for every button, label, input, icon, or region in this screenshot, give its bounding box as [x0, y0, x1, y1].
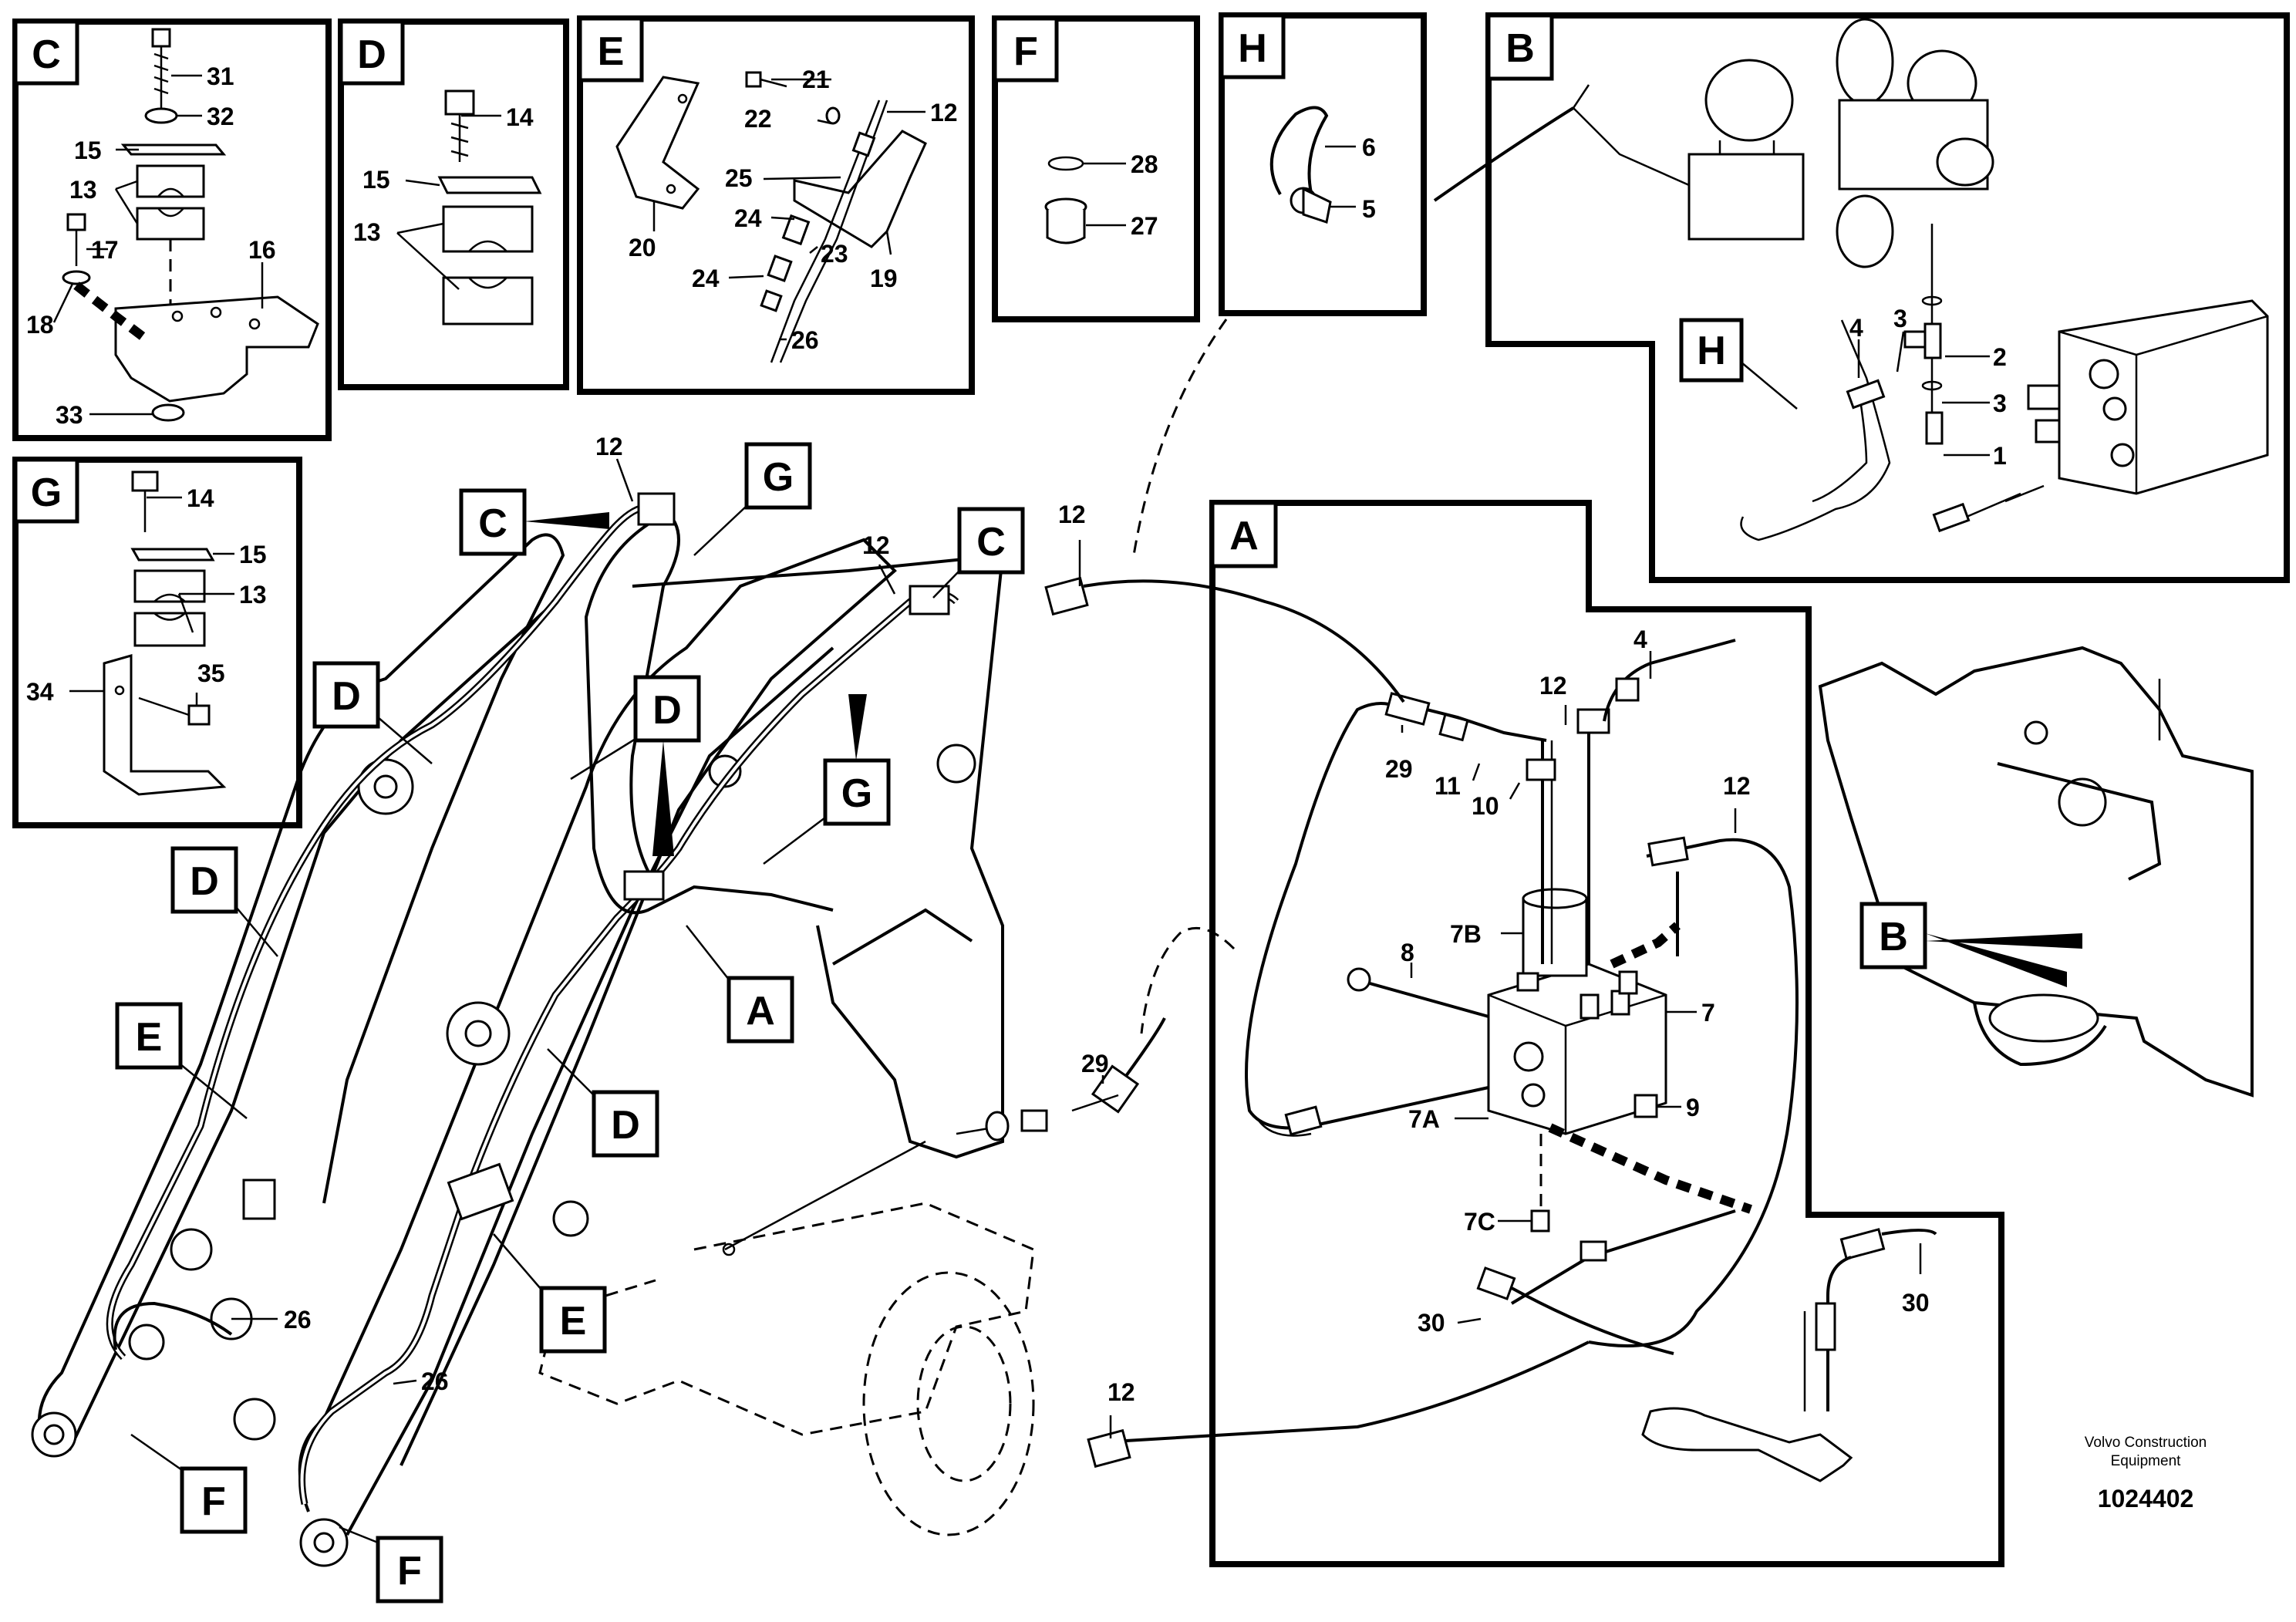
callout: 13: [353, 218, 381, 246]
callout: 28: [1131, 150, 1158, 178]
callout: 7A: [1408, 1105, 1440, 1133]
overview-tag: G: [841, 771, 872, 816]
callout: 26: [791, 326, 819, 354]
overview-tag: F: [201, 1479, 226, 1524]
callout: 26: [284, 1306, 312, 1334]
callout: 12: [1108, 1378, 1135, 1406]
overview-tag: C: [976, 520, 1006, 565]
machine-overview: B 12 12 12 29 12 26 26 C G C D D: [31, 433, 2254, 1603]
callout: 29: [1081, 1050, 1109, 1077]
callout: 2: [1993, 343, 2007, 371]
overview-tag: C: [478, 501, 507, 546]
callout: 15: [74, 137, 102, 164]
overview-tag: F: [397, 1549, 422, 1593]
callout: 19: [870, 265, 898, 292]
box-label-a: A: [1229, 514, 1259, 558]
callout: 11: [1435, 772, 1461, 800]
callout: 14: [506, 103, 534, 131]
callout: 1: [1993, 442, 2007, 470]
callout: 12: [1058, 501, 1086, 528]
callout: 7: [1701, 999, 1715, 1027]
box-label-h: H: [1238, 26, 1267, 71]
callout: 29: [1385, 755, 1413, 783]
box-label-e: E: [598, 29, 625, 74]
callout: 24: [734, 204, 762, 232]
callout: 12: [862, 531, 890, 559]
callout: 12: [1723, 772, 1751, 800]
callout: 9: [1686, 1094, 1700, 1121]
callout: 27: [1131, 212, 1158, 240]
overview-tag: E: [560, 1299, 587, 1344]
overview-tag: D: [332, 674, 361, 719]
overview-tag: D: [190, 859, 219, 904]
brand-line-2: Equipment: [2111, 1453, 2182, 1469]
callout: 12: [595, 433, 623, 460]
callout: 17: [91, 236, 119, 264]
callout: 35: [197, 659, 225, 687]
box-label-c: C: [32, 32, 61, 77]
callout: 16: [248, 236, 276, 264]
callout: 21: [802, 66, 830, 93]
callout: 6: [1362, 133, 1376, 161]
callout: 15: [239, 541, 267, 568]
box-b-tag-h: H: [1697, 329, 1726, 373]
callout: 32: [207, 103, 234, 130]
callout: 5: [1362, 195, 1376, 223]
callout: 34: [26, 678, 54, 706]
detail-box-d: D 14 15 13: [338, 19, 569, 390]
overview-tag: G: [763, 455, 794, 500]
callout: 25: [725, 164, 753, 192]
callout: 30: [1902, 1289, 1930, 1317]
callout: 10: [1472, 792, 1499, 820]
box-label-d: D: [357, 32, 386, 77]
detail-box-b: B H: [1433, 12, 2290, 583]
callout: 7C: [1464, 1208, 1495, 1236]
box-label-g: G: [31, 470, 62, 515]
callout: 4: [1633, 626, 1647, 653]
callout: 7B: [1450, 920, 1482, 948]
detail-box-e: E 21 22 12 25 24 23 19 20 24 2: [577, 15, 975, 395]
overview-tag: D: [652, 688, 682, 733]
detail-box-a: A: [1209, 500, 2004, 1567]
detail-box-f: F 28 27: [992, 15, 1200, 322]
callout: 26: [421, 1367, 449, 1395]
overview-tag: A: [746, 989, 775, 1034]
callout: 13: [69, 176, 97, 204]
callout: 4: [1849, 314, 1863, 342]
brand-line-1: Volvo Construction: [2085, 1435, 2207, 1451]
callout: 12: [930, 99, 958, 126]
title-block: Volvo Construction Equipment 1024402: [2085, 1435, 2207, 1512]
callout: 24: [692, 265, 720, 292]
detail-box-h: H 6 5: [1132, 12, 1427, 556]
callout: 20: [629, 234, 656, 261]
overview-tag: D: [611, 1103, 640, 1148]
callout: 31: [207, 62, 234, 90]
callout: 14: [187, 484, 214, 512]
callout: 22: [744, 105, 772, 133]
callout: 23: [821, 240, 848, 268]
callout: 15: [362, 166, 390, 194]
box-label-b: B: [1505, 26, 1535, 71]
callout: 30: [1418, 1309, 1445, 1337]
detail-box-c: C 31 32 15 13 1: [12, 19, 332, 441]
box-label-f: F: [1013, 29, 1038, 74]
drawing-number: 1024402: [2098, 1485, 2194, 1512]
callout: 18: [26, 311, 54, 339]
callout: 12: [1539, 672, 1567, 700]
callout: 33: [56, 401, 83, 429]
callout: 3: [1893, 305, 1907, 332]
overview-tag: E: [136, 1015, 163, 1060]
tag-b-machine: B: [1879, 915, 1908, 959]
callout: 13: [239, 581, 267, 609]
callout: 8: [1401, 939, 1414, 966]
callout: 3: [1993, 389, 2007, 417]
detail-box-g: G 14 15 13 35 34: [12, 457, 302, 828]
